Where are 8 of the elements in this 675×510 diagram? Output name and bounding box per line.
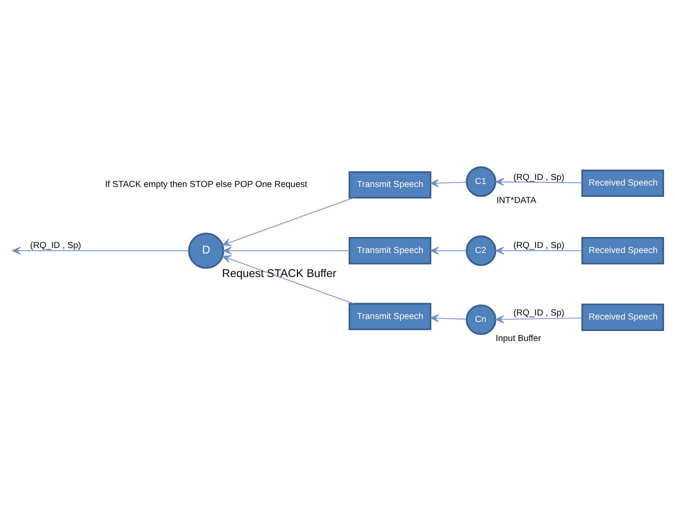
label: If STACK empty then STOP else POP One Request xyxy=(105,178,308,189)
node-label: Input Buffer xyxy=(496,332,542,343)
node-label: INT*DATA xyxy=(496,194,536,205)
edge-label: (RQ_ID , Sp) xyxy=(30,240,82,250)
edge-label: (RQ_ID , Sp) xyxy=(513,307,564,318)
edge-label: (RQ_ID , Sp) xyxy=(513,171,564,182)
node-label: Request STACK Buffer xyxy=(222,267,336,280)
edge-label: (RQ_ID , Sp) xyxy=(513,240,564,250)
